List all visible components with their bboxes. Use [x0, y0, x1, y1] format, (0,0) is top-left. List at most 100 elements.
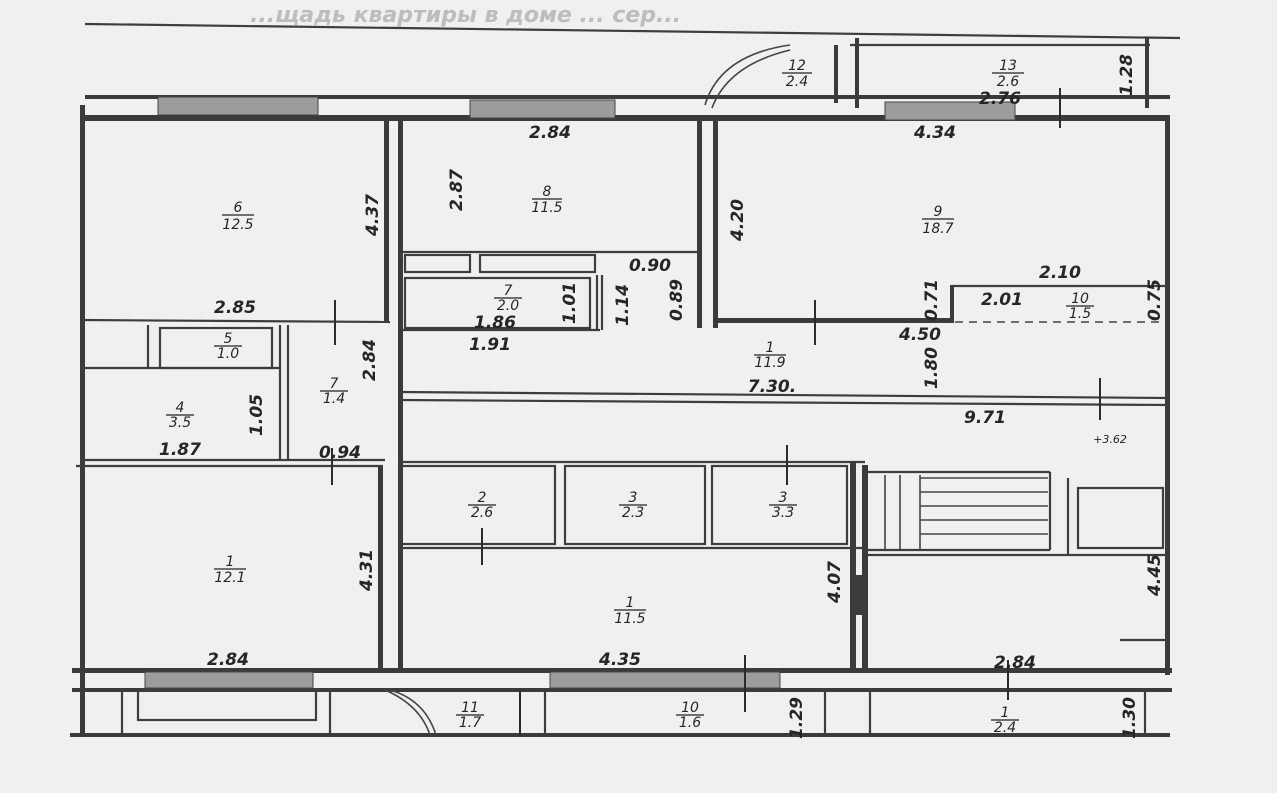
room-9-label: 9 18.7 [922, 204, 954, 237]
room-16-label: 10 1.6 [676, 700, 704, 731]
balcony-wall-b [1145, 38, 1149, 108]
svg-text:8: 8 [543, 184, 552, 200]
room-2-label: 2 2.6 [468, 490, 496, 521]
dim-label: 0.89 [667, 279, 687, 321]
svg-text:3: 3 [779, 490, 788, 506]
room-4-label: 4 3.5 [166, 400, 194, 431]
svg-text:7: 7 [330, 376, 339, 392]
dim-label: 4.37 [363, 194, 383, 237]
doors-and-stairs [384, 44, 1048, 736]
window-room6 [157, 96, 319, 116]
svg-text:10: 10 [1071, 291, 1089, 307]
dim-label: 4.34 [913, 123, 956, 143]
room-8-label: 8 11.5 [531, 184, 562, 216]
wall-v-385-top [384, 118, 389, 323]
dim-label: 4.07 [825, 561, 845, 604]
svg-text:12.5: 12.5 [222, 217, 253, 233]
wall-v-715 [713, 118, 718, 328]
svg-text:1: 1 [766, 340, 775, 356]
dim-label: 9.71 [964, 408, 1006, 428]
wall-top-outer [85, 95, 1170, 99]
svg-text:2.0: 2.0 [497, 298, 519, 314]
svg-text:4: 4 [176, 400, 185, 416]
dim-label: 2.85 [214, 298, 256, 318]
room-10-label: 10 1.5 [1066, 291, 1094, 322]
dim-label: 1.14 [613, 284, 633, 326]
dim-label: 2.84 [529, 123, 571, 143]
room-11-label: 11 1.7 [456, 700, 484, 731]
window-room15 [549, 671, 781, 689]
cabinet-a [403, 253, 472, 274]
wall-top-inner [85, 115, 1170, 121]
room-3-label: 3 2.3 [619, 490, 647, 521]
door-swing-bottom [384, 689, 431, 736]
door-swing-top-b [711, 49, 791, 109]
room5-box [158, 326, 274, 370]
svg-text:12.1: 12.1 [214, 570, 245, 586]
door-swing-bottom-b [389, 689, 437, 736]
dim-label: 4.35 [598, 650, 641, 670]
svg-text:11: 11 [461, 700, 479, 716]
room2-box [398, 464, 557, 546]
svg-text:11.9: 11.9 [754, 355, 785, 371]
wall-bottom-outer [72, 688, 1172, 692]
room-13-label: 13 2.6 [992, 58, 1024, 90]
room-17-label: 1 2.4 [991, 705, 1019, 736]
wall-left [80, 105, 85, 735]
room-12-label: 12 2.4 [782, 58, 812, 90]
svg-text:12: 12 [788, 58, 806, 74]
room-3b-label: 3 3.3 [769, 490, 797, 521]
window-room9 [884, 101, 1016, 121]
svg-text:5: 5 [224, 331, 233, 347]
dim-label: 2.10 [1039, 263, 1081, 283]
balcony-wall-a [855, 38, 859, 108]
dim-label: 4.45 [1145, 554, 1165, 597]
room7-box [403, 276, 592, 330]
room3-box [563, 464, 707, 546]
wall-v-380-bottom [378, 465, 383, 670]
windows [144, 96, 1016, 689]
dim-label: 0.75 [1145, 279, 1165, 321]
svg-text:1: 1 [626, 595, 635, 611]
svg-text:18.7: 18.7 [922, 221, 953, 237]
svg-text:11.5: 11.5 [614, 611, 645, 627]
dim-label: 4.31 [357, 549, 377, 592]
svg-text:13: 13 [999, 58, 1017, 74]
svg-text:3.3: 3.3 [772, 505, 794, 521]
dim-label: 0.71 [922, 279, 942, 321]
svg-text:2.4: 2.4 [786, 74, 808, 90]
room3b-box [710, 464, 849, 546]
svg-text:11.5: 11.5 [531, 200, 562, 216]
door-swing-top [704, 44, 791, 106]
svg-text:2: 2 [478, 490, 487, 506]
dim-label: 1.87 [159, 440, 201, 460]
dim-label: 2.87 [447, 169, 467, 211]
dim-label-faded: +3.62 [1093, 433, 1127, 446]
dimension-labels: 2.84 2.76 4.34 1.28 4.37 2.87 4.20 0.90 … [159, 54, 1165, 739]
dim-label: 1.30 [1120, 697, 1140, 739]
svg-text:1.6: 1.6 [679, 715, 701, 731]
wall-right [1165, 115, 1170, 675]
dim-label: 1.29 [787, 697, 807, 739]
wall-v-700 [697, 118, 702, 328]
room-labels: 6 12.5 8 11.5 9 18.7 12 2.4 13 2.6 7 2.0 [166, 58, 1094, 736]
svg-text:2.6: 2.6 [997, 74, 1019, 90]
wall-pier [855, 575, 865, 615]
dim-label: 2.84 [994, 653, 1036, 673]
dim-label: 4.20 [728, 199, 748, 242]
svg-text:6: 6 [234, 200, 243, 216]
room-7b-label: 7 1.4 [320, 376, 348, 407]
svg-text:7: 7 [504, 283, 513, 299]
room6-bottom [81, 318, 391, 324]
svg-text:2.4: 2.4 [994, 720, 1016, 736]
walls [70, 22, 1181, 737]
svg-text:10: 10 [681, 700, 699, 716]
roof-line [84, 22, 1181, 40]
dim-label: 1.80 [922, 347, 942, 389]
dimension-ticks [331, 88, 1101, 735]
dim-label: 2.76 [979, 89, 1021, 109]
wall-v-400 [398, 118, 403, 673]
svg-text:1.4: 1.4 [323, 391, 345, 407]
